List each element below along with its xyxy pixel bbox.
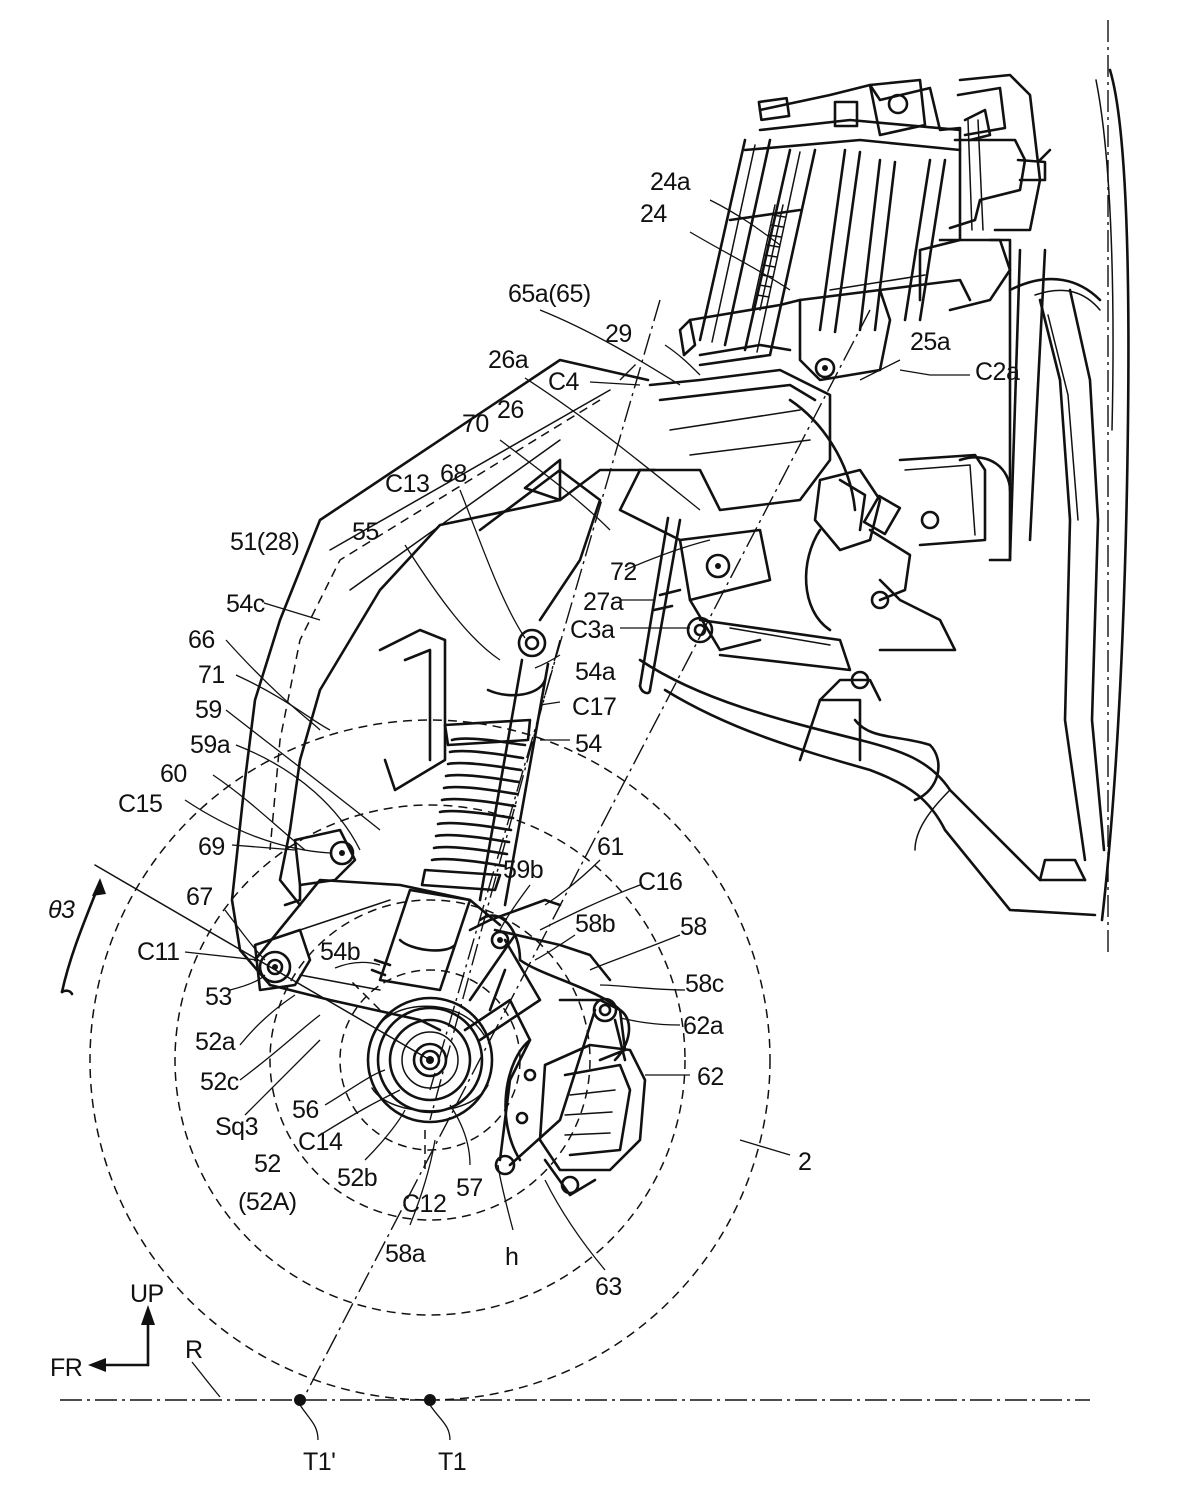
- label-59b: 59b: [503, 856, 543, 884]
- label-24: 24: [640, 200, 667, 228]
- label-60: 60: [160, 760, 187, 788]
- contact-point-label: T1: [438, 1448, 466, 1476]
- wheel-hub: [349, 979, 494, 1124]
- label-C17: C17: [572, 693, 616, 721]
- label-52: 52: [254, 1150, 281, 1178]
- label-61: 61: [597, 833, 624, 861]
- label-29: 29: [605, 320, 632, 348]
- contact-point-t1: [424, 1394, 436, 1406]
- angle-theta3-label: θ3: [48, 896, 75, 924]
- shock-absorber: [370, 658, 550, 992]
- label-62a: 62a: [683, 1012, 724, 1040]
- label-58c: 58c: [685, 970, 724, 998]
- label-69: 69: [198, 833, 225, 861]
- label-65a: 65a(65): [508, 280, 591, 308]
- label-54a: 54a: [575, 658, 616, 686]
- label-52b: 52b: [337, 1164, 377, 1192]
- lower-link-knuckle: [253, 878, 647, 1197]
- label-58a: 58a: [385, 1240, 426, 1268]
- label-54: 54: [575, 730, 602, 758]
- label-h: h: [505, 1243, 518, 1271]
- label-53: 53: [205, 983, 232, 1011]
- label-Sq3: Sq3: [215, 1113, 258, 1141]
- label-66: 66: [188, 626, 215, 654]
- direction-front-label: FR: [50, 1354, 82, 1382]
- label-58b: 58b: [575, 910, 615, 938]
- label-C13: C13: [385, 470, 429, 498]
- ground-line-label: R: [185, 1336, 203, 1364]
- vehicle-body-frame: [638, 20, 1130, 955]
- label-C16: C16: [638, 868, 682, 896]
- label-54c: 54c: [226, 590, 265, 618]
- label-54b: 54b: [320, 938, 360, 966]
- label-71: 71: [198, 661, 225, 689]
- label-2: 2: [798, 1148, 811, 1176]
- label-51: 51(28): [230, 528, 299, 556]
- label-52A: (52A): [238, 1188, 297, 1216]
- reference-labels: 24a 24 65a(65) 29 25a C2a 26a C4 70 26 C…: [48, 168, 1020, 1476]
- fork-body-arm: [230, 358, 657, 992]
- label-52a: 52a: [195, 1028, 236, 1056]
- label-55: 55: [352, 518, 379, 546]
- label-56: 56: [292, 1096, 319, 1124]
- label-C15: C15: [118, 790, 162, 818]
- label-52c: 52c: [200, 1068, 239, 1096]
- label-C3a: C3a: [570, 616, 615, 644]
- label-C4: C4: [548, 368, 580, 396]
- contact-point-t1-prime: [294, 1394, 306, 1406]
- label-59a: 59a: [190, 731, 231, 759]
- label-C14: C14: [298, 1128, 343, 1156]
- label-67: 67: [186, 883, 213, 911]
- label-59: 59: [195, 696, 222, 724]
- label-68: 68: [440, 460, 467, 488]
- label-58: 58: [680, 913, 707, 941]
- steering-assembly: [618, 78, 1052, 695]
- label-26a: 26a: [488, 346, 529, 374]
- label-25a: 25a: [910, 328, 951, 356]
- label-24a: 24a: [650, 168, 691, 196]
- leader-lines: [184, 199, 970, 1271]
- label-62: 62: [697, 1063, 724, 1091]
- label-26: 26: [497, 396, 524, 424]
- contact-point-alt-label: T1': [303, 1448, 335, 1476]
- label-70: 70: [462, 410, 489, 438]
- label-C2a: C2a: [975, 358, 1020, 386]
- label-63: 63: [595, 1273, 622, 1301]
- direction-up-label: UP: [130, 1280, 164, 1308]
- ground-and-axes: [60, 864, 1090, 1441]
- label-C12: C12: [402, 1190, 446, 1218]
- label-57: 57: [456, 1174, 483, 1202]
- label-72: 72: [610, 558, 637, 586]
- label-C11: C11: [137, 938, 180, 966]
- label-27a: 27a: [583, 588, 624, 616]
